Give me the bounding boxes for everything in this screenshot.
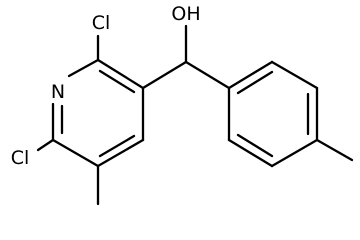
bond-carbinol-phenyl <box>184 60 231 90</box>
bond-a4-a5 <box>270 138 319 168</box>
chlorine-bottom-label: Cl <box>11 147 30 169</box>
chlorine-top-label: Cl <box>92 12 111 34</box>
bond-a5-a6 <box>227 138 274 168</box>
bond-n1-c2 <box>67 58 100 78</box>
bond-a4-methyl <box>315 138 354 162</box>
hydroxyl-label: OH <box>171 3 200 25</box>
bond-a2-a3 <box>270 60 319 90</box>
double-bond-a5-a6 <box>236 133 274 158</box>
pyridine-ring <box>51 58 145 168</box>
bond-c4-c5 <box>96 138 145 168</box>
tolyl-ring <box>227 60 319 168</box>
double-bond-c4-c5 <box>98 134 136 158</box>
bond-c3-carbinol <box>141 60 188 90</box>
double-bond-c2-c3 <box>98 69 136 94</box>
double-bond-a1-a2 <box>236 70 274 95</box>
bond-c5-c6 <box>51 138 100 168</box>
bond-a1-a2 <box>227 60 274 90</box>
bond-c6-cl <box>36 138 55 152</box>
bond-c2-c3 <box>96 58 145 90</box>
nitrogen-label: N <box>51 81 65 103</box>
chemical-structure: OH Cl N Cl <box>11 3 354 206</box>
